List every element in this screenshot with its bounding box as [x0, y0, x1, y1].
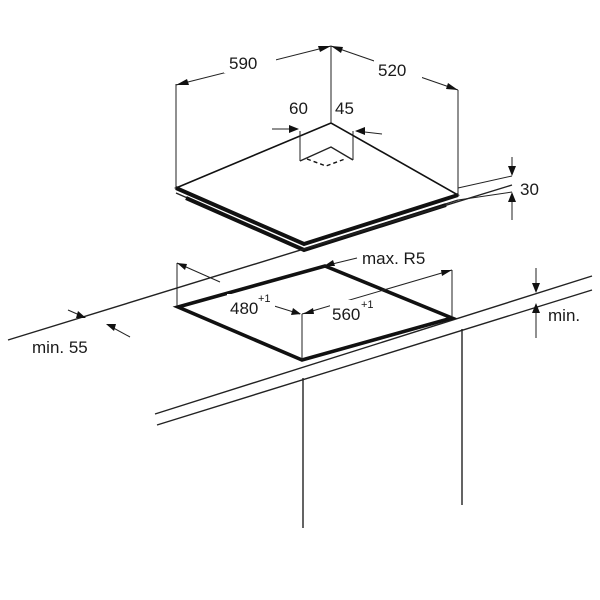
worktop: [7, 184, 593, 426]
cutout: 480 +1 560 +1: [172, 262, 458, 362]
callout-radius: max. R5: [323, 249, 425, 268]
dimension-depth: 520: [330, 45, 459, 195]
label-radius: max. R5: [362, 249, 425, 268]
dimension-offsets: 60 45: [272, 99, 383, 135]
label-clearance: min.: [548, 306, 580, 325]
label-cutout-width-tol: +1: [361, 299, 374, 311]
label-width: 590: [229, 54, 257, 73]
dimension-clearance: min.: [532, 268, 580, 338]
label-offset-right: 45: [335, 99, 354, 118]
hob-top-surface: [173, 122, 460, 245]
hob-front-edge: [175, 186, 459, 247]
dimension-width: 590: [175, 45, 332, 188]
dimension-hob-height: 30: [457, 157, 539, 220]
cutout-outline: [172, 264, 458, 362]
label-depth: 520: [378, 61, 406, 80]
hob-appliance: [173, 122, 460, 253]
label-hob-height: 30: [520, 180, 539, 199]
hob-inner-box: [299, 146, 354, 162]
label-cutout-depth: 480: [230, 299, 258, 318]
label-offset-left: 60: [289, 99, 308, 118]
label-edge-distance: min. 55: [32, 338, 88, 357]
label-cutout-width: 560: [332, 305, 360, 324]
label-cutout-depth-tol: +1: [258, 293, 271, 305]
dimension-edge-distance: min. 55: [32, 309, 131, 357]
